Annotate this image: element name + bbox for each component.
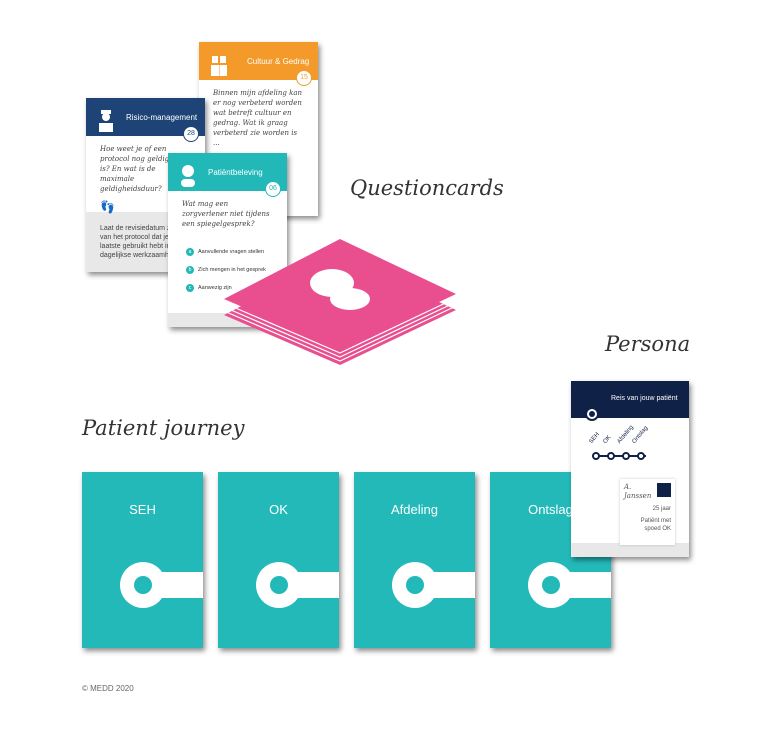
card-question: Binnen mijn afdeling kan er nog verbeter…: [213, 89, 303, 147]
card-number: 28: [183, 126, 199, 142]
card-title: Risico-management: [126, 113, 198, 122]
questioncards-title: Questioncards: [350, 176, 504, 200]
copyright: © MEDD 2020: [82, 684, 134, 693]
persona-profile: A. Janssen 25 jaar Patiënt met spoed OK: [620, 479, 675, 545]
journey-card-seh: SEH: [82, 472, 203, 648]
avatar: [657, 483, 671, 497]
persona-header: Reis van jouw patiënt: [571, 381, 689, 418]
card-header: Patiëntbeleving 06: [168, 153, 287, 197]
card-header: Cultuur & Gedrag 15: [199, 42, 318, 86]
card-question: Hoe weet je of een protocol nog geldig i…: [100, 145, 170, 193]
journey-card-afdeling: Afdeling: [354, 472, 475, 648]
staff-icon: [211, 56, 227, 76]
persona-title: Persona: [605, 332, 691, 356]
worker-icon: [99, 110, 113, 132]
card-number: 06: [265, 181, 281, 197]
person-icon: [181, 165, 195, 187]
card-deck: [223, 239, 457, 365]
card-title: Cultuur & Gedrag: [247, 57, 310, 66]
card-title: Patiëntbeleving: [208, 168, 263, 177]
journey-timeline-icon: [592, 452, 646, 460]
card-header: Risico-management 28: [86, 98, 205, 142]
card-number: 15: [296, 70, 312, 86]
chat-bubbles-icon: [310, 269, 370, 310]
card-question: Wat mag een zorgverlener niet tijdens ee…: [182, 200, 270, 228]
journey-card-ok: OK: [218, 472, 339, 648]
journey-title: Patient journey: [82, 416, 245, 440]
persona-card: Reis van jouw patiënt SEH OK Afdeling On…: [571, 381, 689, 557]
footsteps-icon: 👣: [100, 200, 115, 214]
